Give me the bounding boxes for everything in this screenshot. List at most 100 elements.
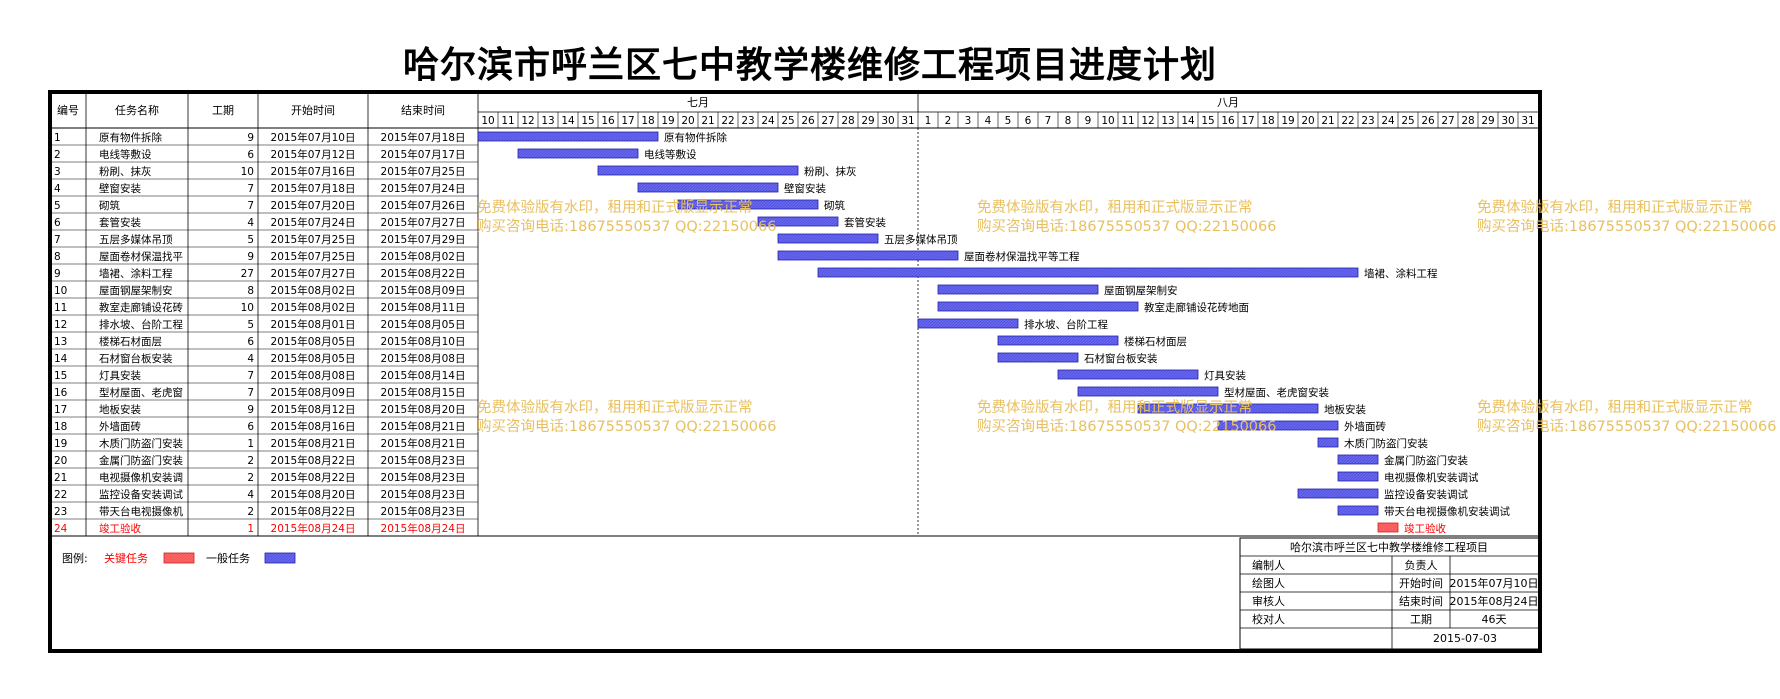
day-label: 28 <box>1461 115 1474 127</box>
task-name: 型材屋面、老虎窗 <box>99 386 183 399</box>
gantt-bar <box>1057 369 1199 380</box>
gantt-bar-label: 砌筑 <box>824 199 845 212</box>
task-end: 2015年07月29日 <box>381 233 466 246</box>
task-end: 2015年07月18日 <box>381 131 466 144</box>
gantt-bar <box>677 199 819 210</box>
day-label: 26 <box>801 115 815 127</box>
info-box: 哈尔滨市呼兰区七中教学楼维修工程项目 编制人 负责人 绘图人 开始时间 2015… <box>1239 537 1540 650</box>
gantt-bar <box>1337 454 1379 465</box>
info-box-date: 2015-07-03 <box>1433 632 1497 645</box>
day-label: 27 <box>821 115 834 127</box>
task-duration: 6 <box>247 336 254 348</box>
info-value-end: 2015年08月24日 <box>1450 594 1539 608</box>
gantt-bar-label: 石材窗台板安装 <box>1084 352 1158 365</box>
task-id: 1 <box>54 132 61 144</box>
gantt-bar <box>637 182 779 193</box>
gantt-bar-label: 监控设备安装调试 <box>1384 488 1468 501</box>
gantt-bar-label: 粉刷、抹灰 <box>804 165 857 178</box>
task-duration: 27 <box>241 268 254 280</box>
gantt-bar <box>1217 420 1339 431</box>
task-id: 19 <box>54 438 67 450</box>
gantt-bar <box>777 233 879 244</box>
task-start: 2015年07月27日 <box>271 267 356 280</box>
task-id: 16 <box>54 387 68 399</box>
day-label: 24 <box>1381 115 1395 127</box>
task-duration: 7 <box>247 387 254 399</box>
day-label: 3 <box>965 115 972 127</box>
gantt-bar-label: 楼梯石材面层 <box>1124 335 1187 348</box>
task-name: 原有物件拆除 <box>99 131 162 144</box>
task-end: 2015年08月20日 <box>381 403 466 416</box>
day-label: 16 <box>1221 115 1235 127</box>
header-duration: 工期 <box>212 104 234 117</box>
gantt-bar-label: 带天台电视摄像机安装调试 <box>1384 505 1510 518</box>
task-duration: 5 <box>247 319 254 331</box>
task-duration: 2 <box>247 472 254 484</box>
task-end: 2015年07月26日 <box>381 199 466 212</box>
day-label: 13 <box>541 115 554 127</box>
task-start: 2015年07月25日 <box>271 233 356 246</box>
month-label-july: 七月 <box>687 96 709 109</box>
info-label-end: 结束时间 <box>1399 595 1443 608</box>
task-start: 2015年07月16日 <box>271 165 356 178</box>
task-start: 2015年07月24日 <box>271 216 356 229</box>
gantt-bar <box>997 335 1119 346</box>
task-name: 屋面卷材保温找平 <box>99 250 183 263</box>
day-label: 12 <box>1141 115 1154 127</box>
task-name: 粉刷、抹灰 <box>99 165 152 178</box>
gantt-bar-label: 墙裙、涂料工程 <box>1364 267 1438 280</box>
day-label: 25 <box>1401 115 1414 127</box>
task-end: 2015年08月10日 <box>381 335 466 348</box>
gantt-bar-label: 金属门防盗门安装 <box>1384 454 1468 467</box>
task-end: 2015年08月23日 <box>381 505 466 518</box>
gantt-bar-label: 教室走廊铺设花砖地面 <box>1144 301 1249 314</box>
month-label-august: 八月 <box>1217 96 1239 109</box>
day-label: 18 <box>1261 115 1274 127</box>
gantt-bar <box>517 148 639 159</box>
task-name: 监控设备安装调试 <box>99 488 183 501</box>
task-name: 带天台电视摄像机 <box>99 505 183 518</box>
task-start: 2015年08月12日 <box>271 403 356 416</box>
task-name: 地板安装 <box>99 403 141 416</box>
task-name: 屋面钢屋架制安 <box>99 284 173 297</box>
legend-normal-swatch <box>264 552 296 564</box>
task-start: 2015年08月02日 <box>271 301 356 314</box>
info-label-compiler: 编制人 <box>1252 558 1285 572</box>
info-label-checker: 校对人 <box>1252 612 1285 626</box>
task-end: 2015年07月24日 <box>381 182 466 195</box>
day-label: 16 <box>601 115 615 127</box>
gantt-bar <box>1337 471 1379 482</box>
gantt-bar <box>597 165 799 176</box>
task-duration: 5 <box>247 234 254 246</box>
header-num: 编号 <box>57 103 79 117</box>
task-duration: 2 <box>247 506 254 518</box>
header-start: 开始时间 <box>291 103 335 117</box>
task-id: 12 <box>54 319 67 331</box>
legend-critical-swatch <box>163 552 195 564</box>
day-label: 14 <box>561 115 575 127</box>
info-box-title: 哈尔滨市呼兰区七中教学楼维修工程项目 <box>1290 540 1488 554</box>
gantt-bar <box>997 352 1079 363</box>
task-duration: 10 <box>241 166 254 178</box>
task-start: 2015年08月02日 <box>271 284 356 297</box>
legend-normal-label: 一般任务 <box>206 552 250 565</box>
task-start: 2015年08月21日 <box>271 437 356 450</box>
gantt-bar-label: 套管安装 <box>844 216 886 229</box>
task-name: 教室走廊铺设花砖 <box>99 301 183 314</box>
task-start: 2015年08月08日 <box>271 369 356 382</box>
gantt-bar <box>937 284 1099 295</box>
day-label: 15 <box>581 115 594 127</box>
day-label: 21 <box>701 115 714 127</box>
task-id: 23 <box>54 506 67 518</box>
task-id: 10 <box>54 285 67 297</box>
day-label: 21 <box>1321 115 1334 127</box>
task-id: 18 <box>54 421 67 433</box>
task-id: 13 <box>54 336 67 348</box>
task-end: 2015年08月24日 <box>381 522 466 535</box>
task-start: 2015年08月20日 <box>271 488 356 501</box>
legend-critical-label: 关键任务 <box>104 551 148 565</box>
task-start: 2015年08月05日 <box>271 335 356 348</box>
task-duration: 6 <box>247 421 254 433</box>
gantt-bar <box>777 250 959 261</box>
task-id: 20 <box>54 455 67 467</box>
